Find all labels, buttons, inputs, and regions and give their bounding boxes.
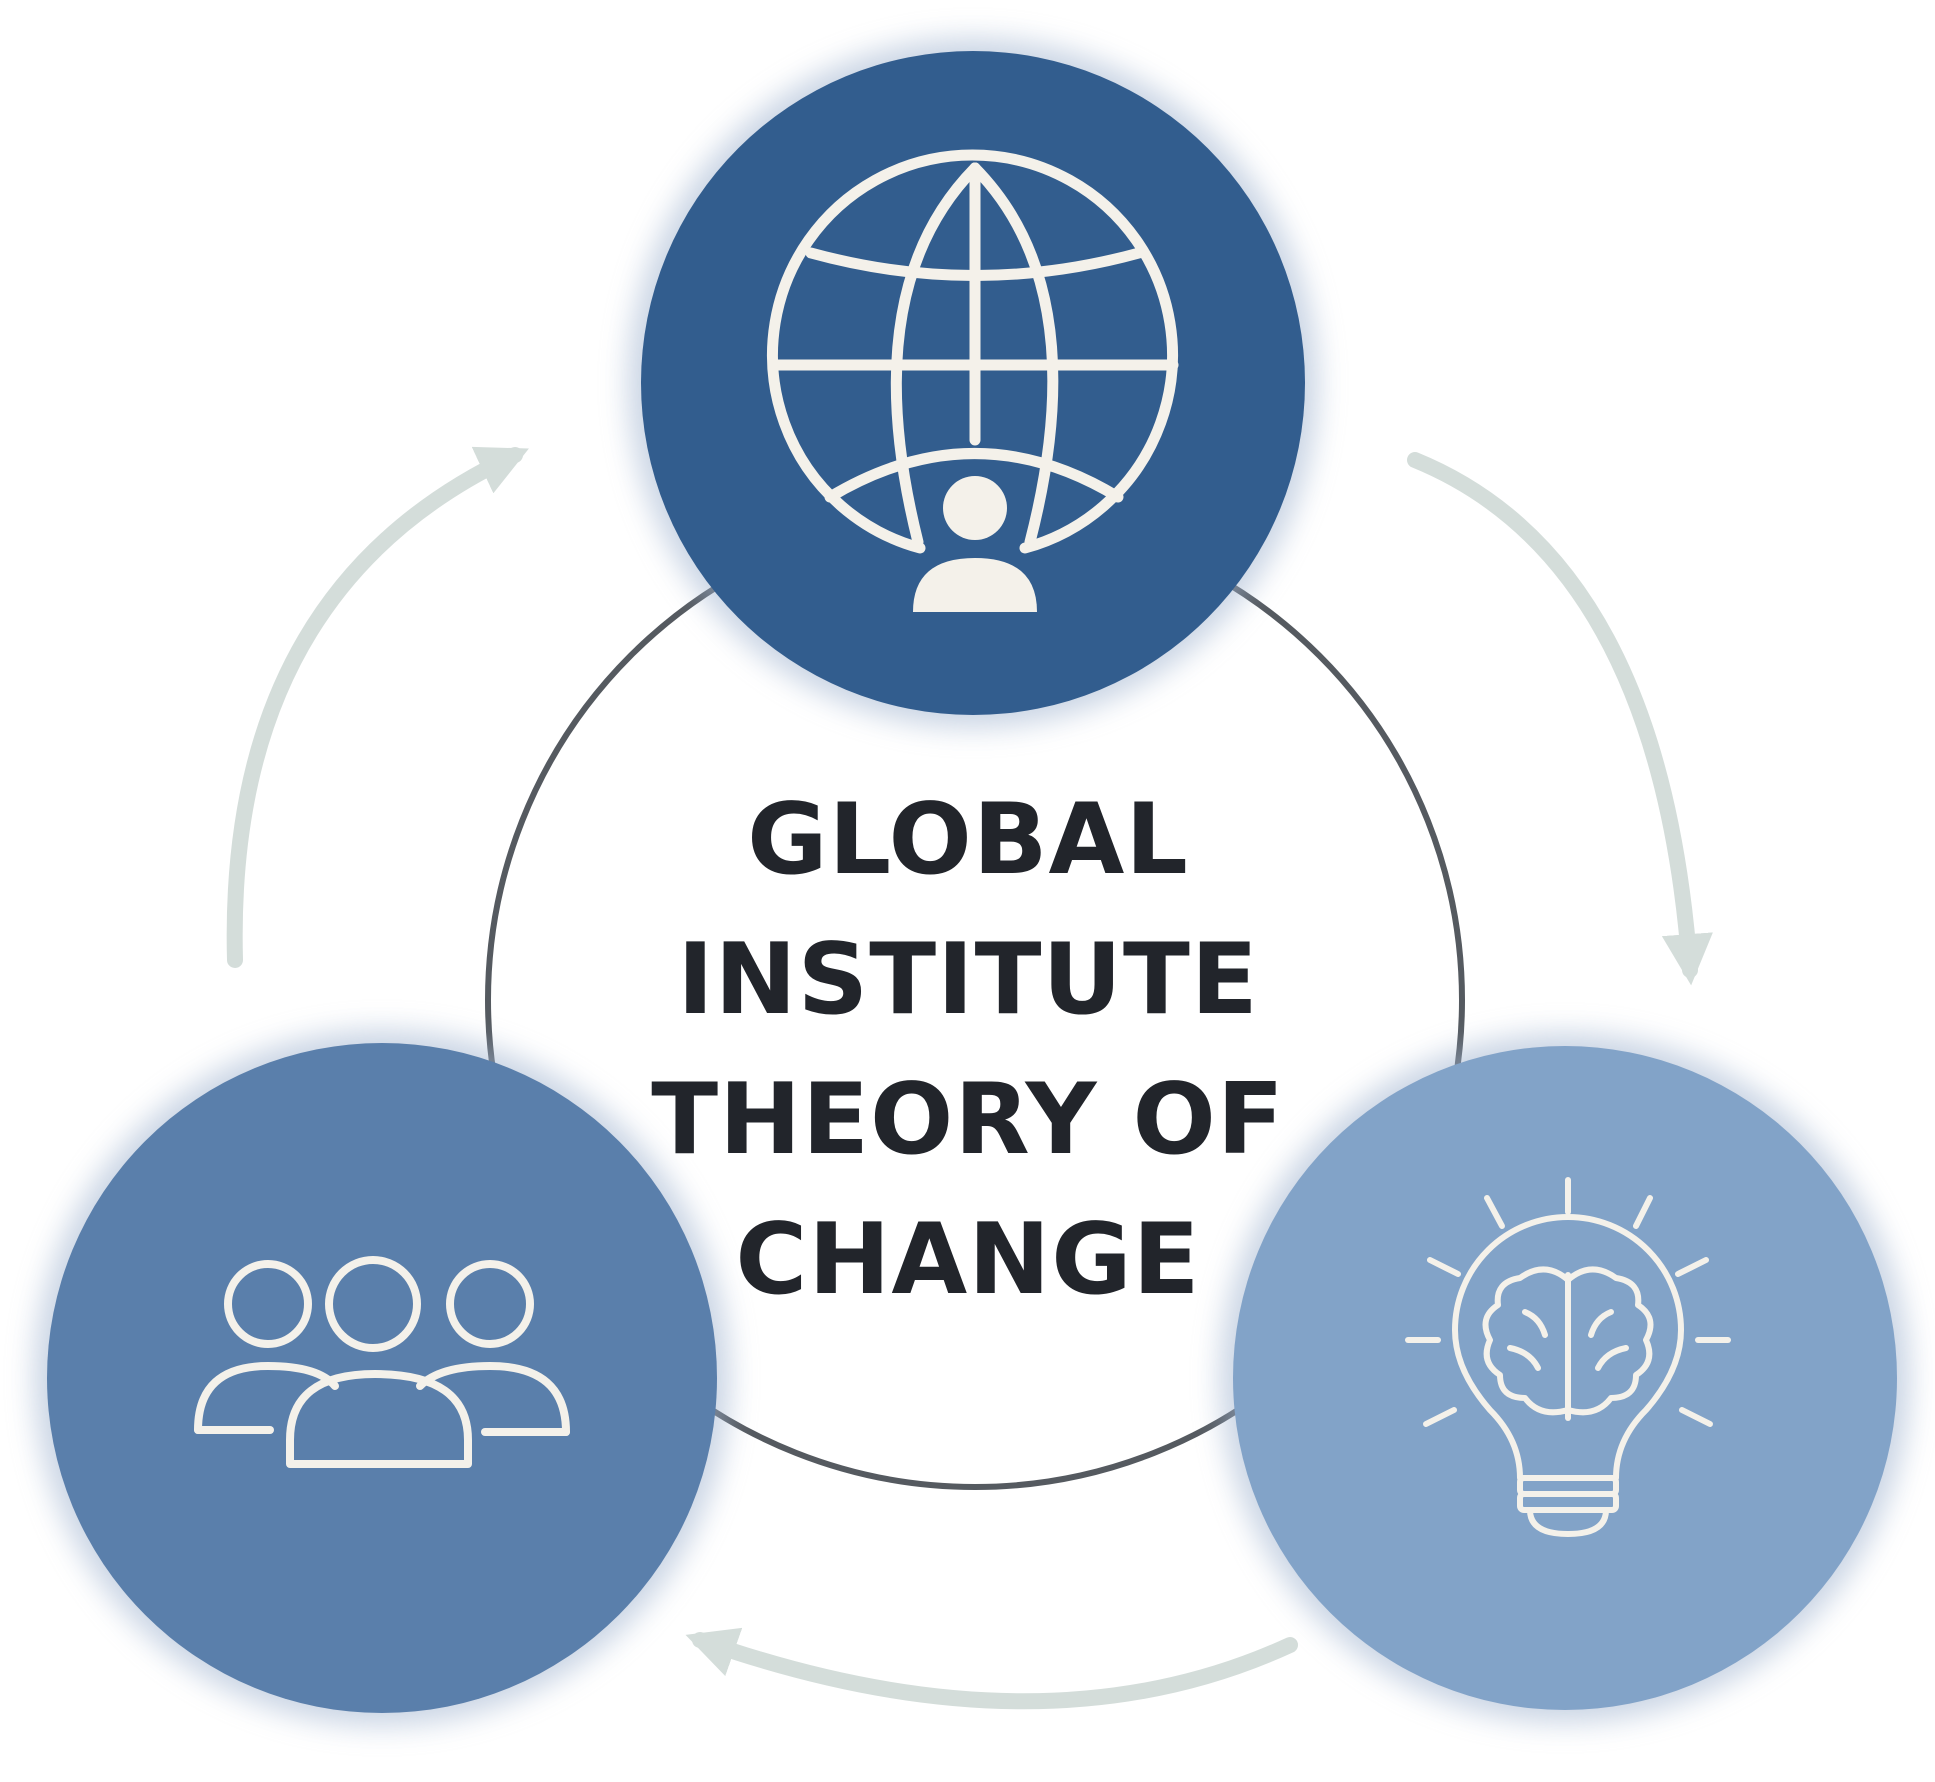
node-left [47, 1043, 717, 1713]
title-line-3: THEORY OF [651, 1063, 1285, 1177]
node-right [1233, 1046, 1897, 1710]
title-line-4: CHANGE [735, 1203, 1201, 1317]
arrow-left-to-top [226, 446, 529, 968]
lightbulb-brain-icon [1405, 1177, 1731, 1537]
globe-person-icon [767, 149, 1179, 612]
diagram-title: GLOBAL INSTITUTE THEORY OF CHANGE [568, 770, 1368, 1330]
title-line-2: INSTITUTE [677, 923, 1259, 1037]
arrow-right-to-left [685, 1627, 1298, 1710]
node-top [641, 51, 1305, 715]
arrow-top-to-right [1407, 452, 1713, 986]
title-line-1: GLOBAL [747, 783, 1189, 897]
people-group-icon [194, 1256, 570, 1468]
